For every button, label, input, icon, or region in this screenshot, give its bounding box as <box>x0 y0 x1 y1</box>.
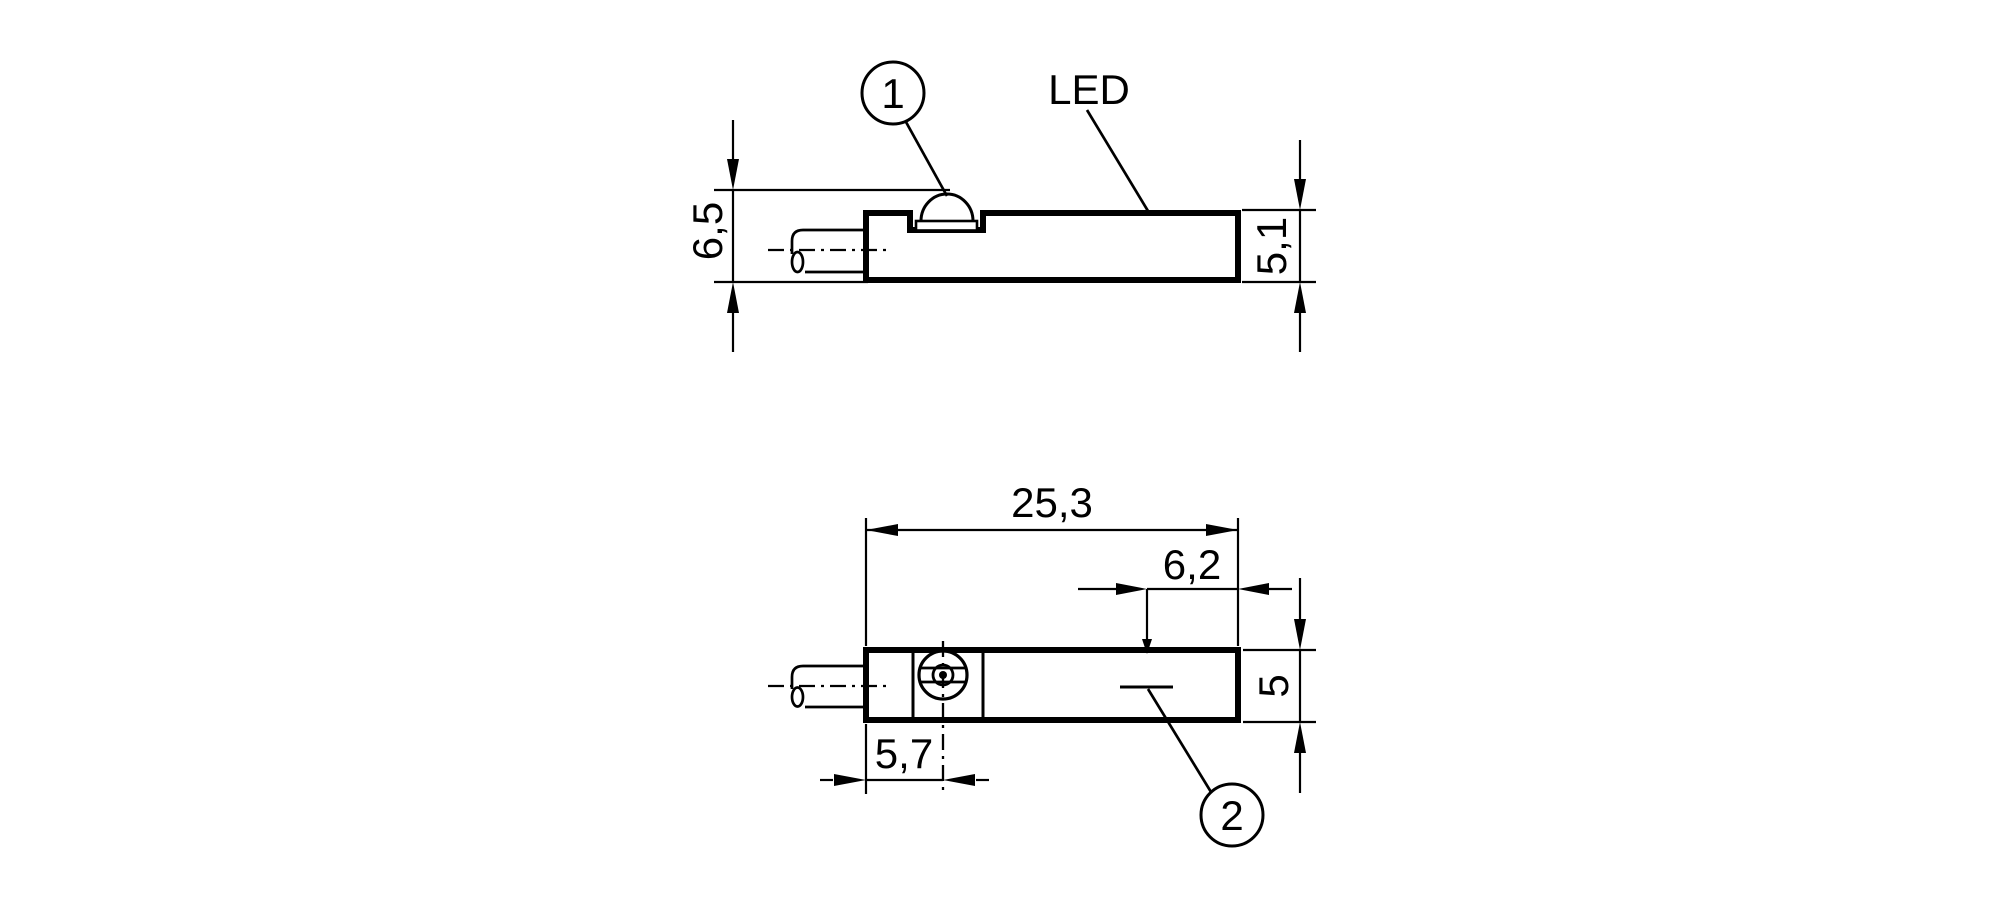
cable-outline-top <box>790 228 868 254</box>
bottom-view: 2 25,3 6,2 <box>768 479 1316 848</box>
arrowhead-down-icon <box>1294 179 1306 210</box>
callout-2-leader-line <box>1146 688 1213 793</box>
cable-end-cap <box>790 250 805 274</box>
callout-1-leader-line <box>904 121 949 197</box>
callout-1: 1 <box>860 60 949 197</box>
dimension-length: 25,3 <box>864 479 1240 646</box>
dimension-sensing-offset: 6,2 <box>1078 541 1292 654</box>
dim-label-6-2: 6,2 <box>1163 541 1221 588</box>
dim-label-5-7: 5,7 <box>875 730 933 777</box>
arrowhead-right-icon <box>1116 583 1147 595</box>
dimension-screw-offset: 5,7 <box>820 724 989 794</box>
top-view: 6,5 5,1 LED 1 <box>684 60 1316 352</box>
dimension-housing-width: 5 <box>1243 578 1316 793</box>
cable-outline-top <box>790 664 868 689</box>
arrowhead-left-icon <box>866 524 898 536</box>
arrowhead-left-icon <box>943 774 975 786</box>
arrowhead-up-icon <box>1294 722 1306 753</box>
dimension-housing-height: 5,1 <box>1242 140 1316 352</box>
led-annotation: LED <box>1048 66 1150 212</box>
callout-2-balloon <box>1199 782 1265 848</box>
cable-end-cap <box>790 686 805 708</box>
dim-label-25-3: 25,3 <box>1011 479 1093 526</box>
arrowhead-down-icon <box>727 159 739 190</box>
dim-label-5-1: 5,1 <box>1248 217 1295 275</box>
led-leader-line <box>1085 109 1150 212</box>
dim-label-5: 5 <box>1250 674 1297 697</box>
arrowhead-left-icon <box>1238 583 1269 595</box>
adjustment-screw <box>917 641 969 796</box>
arrowhead-up-icon <box>1294 282 1306 313</box>
cable-face-view <box>790 664 868 709</box>
led-window-plate <box>914 219 979 232</box>
led-label: LED <box>1048 66 1130 113</box>
sensing-mark: 2 <box>1120 685 1265 848</box>
arrowhead-down-icon <box>1294 619 1306 650</box>
callout-1-balloon <box>860 60 926 126</box>
arrowhead-down-icon <box>1142 639 1152 654</box>
arrowhead-right-icon <box>834 774 866 786</box>
dimension-overall-height: 6,5 <box>684 120 950 352</box>
arrowhead-right-icon <box>1206 524 1238 536</box>
callout-1-label: 1 <box>881 70 904 117</box>
cable-side-view <box>790 228 868 274</box>
callout-2-label: 2 <box>1220 792 1243 839</box>
arrowhead-up-icon <box>727 282 739 313</box>
dim-label-6-5: 6,5 <box>684 202 731 260</box>
led-dome <box>919 192 975 222</box>
